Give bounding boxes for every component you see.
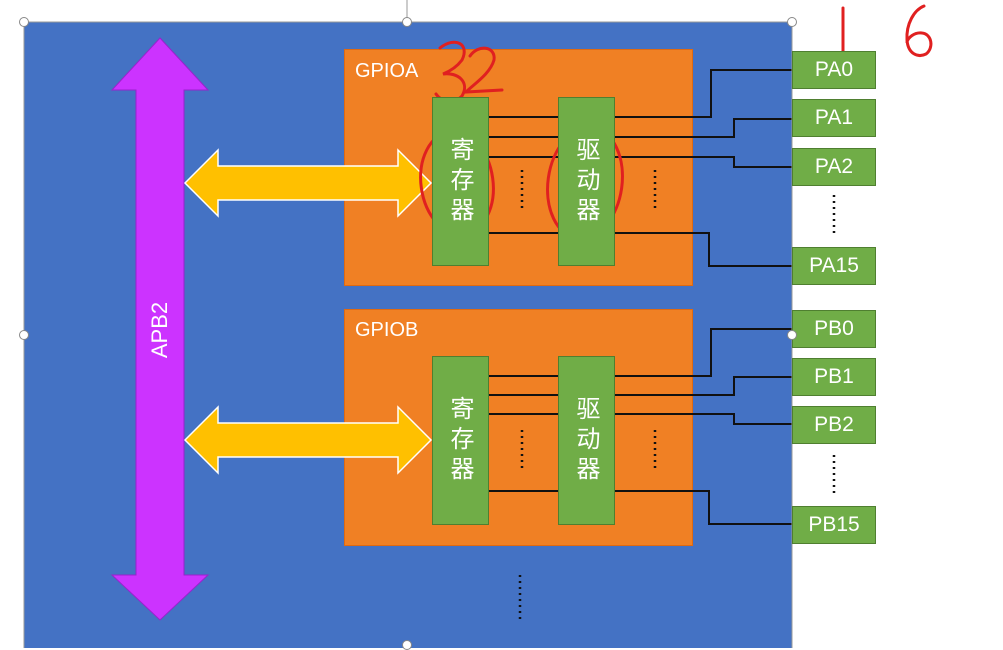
pin-pa15: PA15 bbox=[792, 247, 876, 285]
pin-pa0: PA0 bbox=[792, 51, 876, 89]
pin-pa1: PA1 bbox=[792, 99, 876, 137]
pin-pb2: PB2 bbox=[792, 406, 876, 444]
pin-pa2: PA2 bbox=[792, 148, 876, 186]
gpiob-title: GPIOB bbox=[355, 319, 419, 341]
apb2-label: APB2 bbox=[147, 301, 172, 359]
pin-pb1: PB1 bbox=[792, 358, 876, 396]
resize-handle-middle-right[interactable] bbox=[787, 330, 797, 340]
resize-handle-top-left[interactable] bbox=[19, 17, 29, 27]
resize-handle-middle-left[interactable] bbox=[19, 330, 29, 340]
gpioa-internal-lines bbox=[489, 116, 558, 234]
pin-pb0: PB0 bbox=[792, 310, 876, 348]
gpioa-title: GPIOA bbox=[355, 60, 419, 82]
resize-handle-top-right[interactable] bbox=[787, 17, 797, 27]
pin-pb15: PB15 bbox=[792, 506, 876, 544]
gpioa-driver: 驱动器 bbox=[558, 97, 615, 266]
gpioa-pin-lines bbox=[615, 69, 792, 267]
gpiob-pin-lines bbox=[615, 328, 792, 525]
resize-handle-top-center[interactable] bbox=[402, 17, 412, 27]
gpioa-bus-arrow bbox=[183, 148, 433, 218]
gpiob-driver: 驱动器 bbox=[558, 356, 615, 525]
gpiob-internal-lines bbox=[489, 375, 558, 492]
ellipsis-marks bbox=[518, 170, 836, 620]
resize-handle-bottom-center[interactable] bbox=[402, 640, 412, 650]
gpiob-bus-arrow bbox=[183, 405, 433, 475]
apb2-bus-arrow bbox=[110, 37, 210, 621]
gpioa-register: 寄存器 bbox=[432, 97, 489, 266]
gpiob-register: 寄存器 bbox=[432, 356, 489, 525]
